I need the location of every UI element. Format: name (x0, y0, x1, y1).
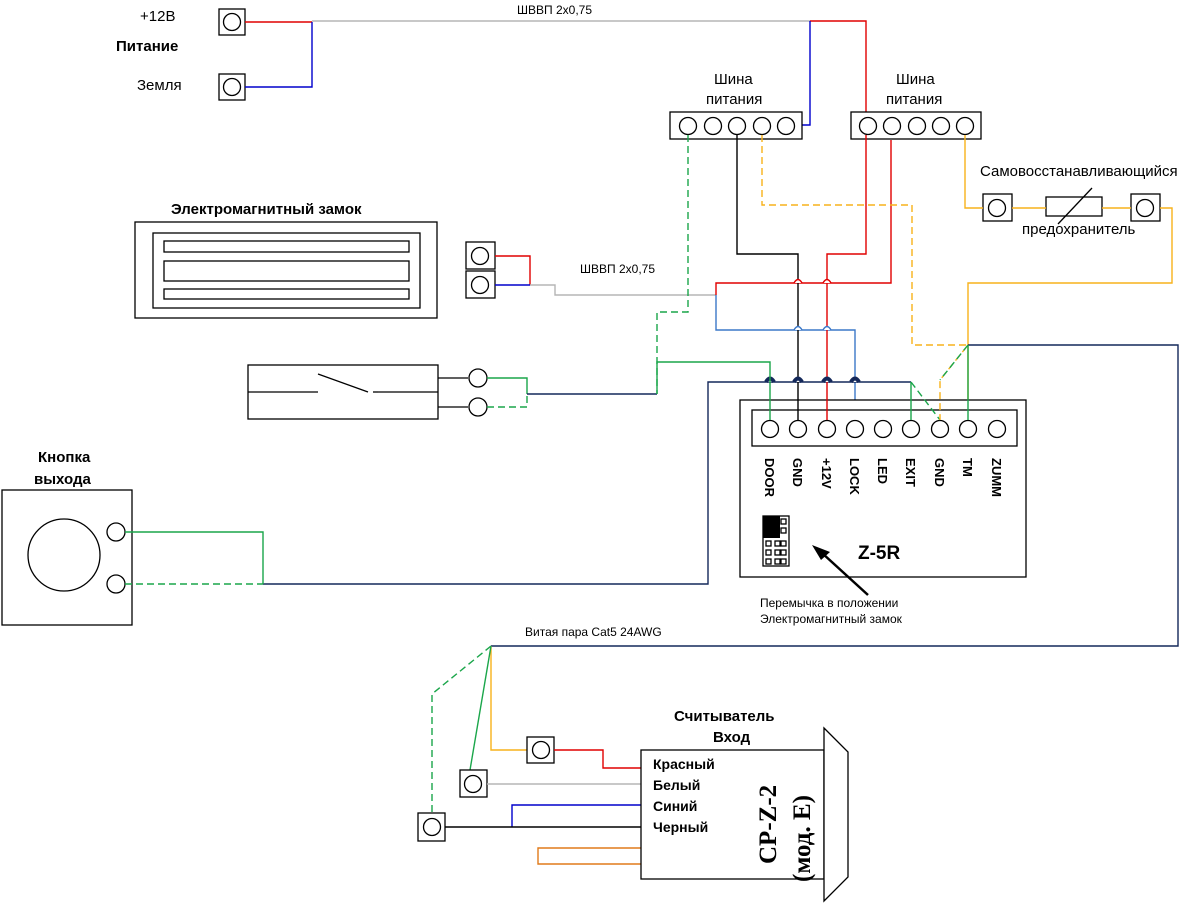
exit-button-cable (263, 381, 911, 585)
pin-label-tm: TM (960, 458, 975, 477)
reader-wire-label-white: Белый (653, 777, 700, 793)
power-supply: +12В Питание Земля (116, 8, 246, 101)
pin-zumm (987, 419, 1007, 439)
pin-label-gnd-2: GND (932, 458, 947, 487)
pin-exit (901, 419, 921, 439)
pin-12v (817, 419, 837, 439)
jumper-note-1: Перемычка в положении (760, 596, 898, 610)
jumper-block (762, 515, 790, 567)
bus-left-label-1: Шина (714, 71, 753, 88)
power-bus-left: Шина питания (669, 71, 803, 140)
power-red-to-bus (810, 20, 867, 125)
reader-red-wire (554, 749, 641, 769)
reader-wire-label-black: Черный (653, 819, 708, 835)
bus-right-label-1: Шина (896, 71, 935, 88)
lock-title: Электромагнитный замок (171, 201, 362, 218)
pin-label-12v: +12V (819, 458, 834, 489)
pin-gnd (788, 419, 808, 439)
twisted-pair-label: Витая пара Cat5 24AWG (525, 625, 662, 639)
fuse-label-1: Самовосстанавливающийся (980, 163, 1178, 180)
jumper-note-2: Электромагнитный замок (760, 612, 903, 626)
exit-button: Кнопка выхода (1, 449, 133, 626)
pin-led (873, 419, 893, 439)
gnd-wire (736, 135, 799, 420)
door-sensor (247, 364, 488, 420)
reader-yellow-wire (490, 646, 527, 751)
pin-label-exit: EXIT (903, 458, 918, 487)
pin-door (760, 419, 780, 439)
exit-gnd-wire (910, 381, 941, 421)
fuse-in-wire (964, 135, 983, 209)
door-wire (656, 361, 771, 420)
controller-z5r: DOOR GND +12V LOCK LED EXIT GND TM ZUMM … (739, 399, 1027, 578)
door-gnd-wire (656, 135, 689, 394)
pin-tm (958, 419, 978, 439)
pin-label-led: LED (875, 458, 890, 484)
pin-gnd-2 (930, 419, 950, 439)
lock-cable (530, 284, 716, 296)
plus12-wire (826, 135, 867, 420)
twisted-pair-cable (491, 344, 1179, 647)
lock-blue-to-lock-pin (715, 295, 856, 420)
reader-wire-label-red: Красный (653, 756, 715, 772)
reader-title-2: Вход (713, 729, 751, 746)
ground-label: Земля (137, 77, 182, 94)
reader-title-1: Считыватель (674, 708, 775, 725)
reader-orange-wire (537, 847, 641, 865)
exit-button-title-1: Кнопка (38, 449, 91, 466)
lock-red-to-bus (715, 140, 892, 295)
power-title: Питание (116, 38, 178, 55)
card-reader: Считыватель Вход Красный Белый Синий Чер… (640, 708, 849, 903)
pin-lock (845, 419, 865, 439)
reader-model-2: (мод. E) (789, 795, 816, 882)
power-bus-right: Шина питания (850, 71, 982, 140)
jumper-arrow (821, 552, 869, 596)
lock-red-wire (495, 255, 531, 285)
lock-cable-label: ШВВП 2х0,75 (580, 262, 655, 276)
reader-terminals (417, 736, 555, 842)
resettable-fuse: Самовосстанавливающийся предохранитель (980, 163, 1178, 238)
pin-label-door: DOOR (762, 458, 777, 498)
pin-label-lock: LOCK (847, 458, 862, 495)
power-blue-wire (245, 22, 313, 88)
reader-blue-wire (511, 804, 641, 827)
reader-model-1: CP-Z-2 (755, 785, 782, 864)
fuse-label-2: предохранитель (1022, 221, 1136, 238)
controller-model: Z-5R (858, 543, 901, 564)
pin-label-zumm: ZUMM (989, 458, 1004, 497)
plus12-label: +12В (140, 8, 175, 25)
fuse-to-tm-wire (967, 207, 1173, 418)
power-cable-label: ШВВП 2х0,75 (517, 3, 592, 17)
bus-right-label-2: питания (886, 91, 942, 108)
electromagnetic-lock: Электромагнитный замок (134, 201, 496, 319)
pin-label-gnd: GND (790, 458, 805, 487)
reader-gnd-yellow (761, 135, 970, 420)
reader-wire-label-blue: Синий (653, 798, 697, 814)
bus-left-label-2: питания (706, 91, 762, 108)
exit-button-title-2: выхода (34, 471, 91, 488)
exit-button-wire-1 (125, 531, 264, 584)
power-blue-to-bus (796, 21, 811, 126)
